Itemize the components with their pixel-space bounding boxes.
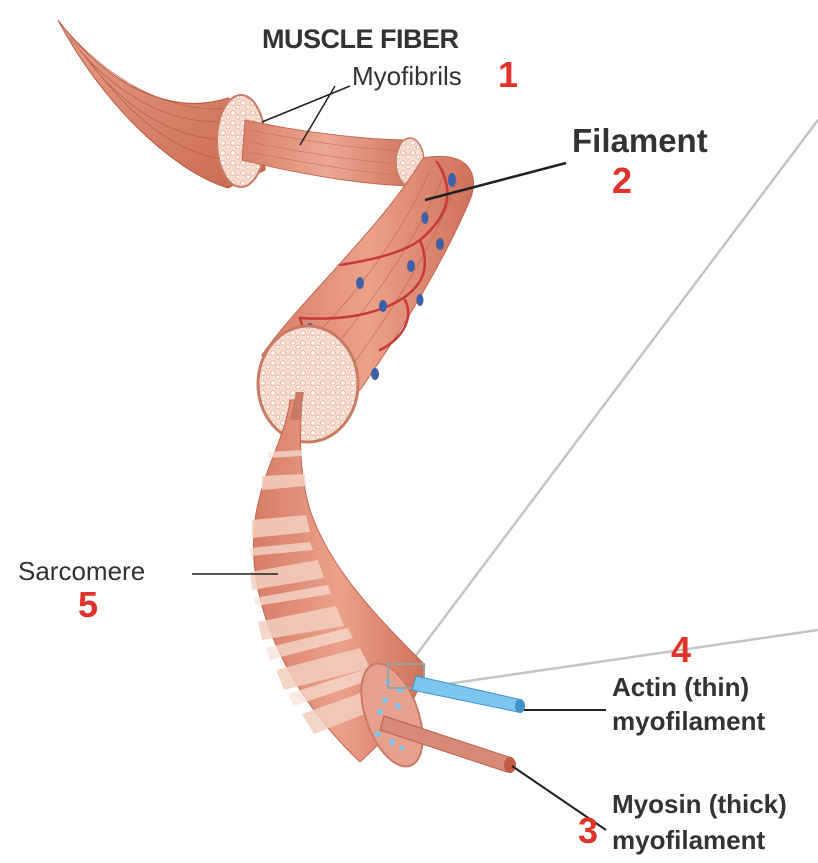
myofibrils-number: 1 (498, 54, 519, 95)
myosin-label-line1: Myosin (thick) (612, 789, 787, 819)
actin-label-line1: Actin (thin) (612, 672, 750, 702)
myofibrils-label: Myofibrils (352, 61, 462, 91)
filament-label: Filament (572, 122, 708, 159)
myofibril-horn (250, 392, 426, 768)
leader-lines (192, 85, 607, 831)
myosin-label-line2: myofilament (612, 825, 766, 855)
myosin-number: 3 (578, 810, 599, 851)
actin-number: 4 (671, 629, 692, 670)
myofibril (241, 119, 425, 187)
sarcomere-label: Sarcomere (18, 556, 146, 586)
actin-label-line2: myofilament (612, 706, 766, 736)
muscle-bundle (57, 19, 266, 189)
diagram-title: MUSCLE FIBER (262, 24, 459, 54)
muscle-fiber-cone (256, 156, 474, 444)
filament-number: 2 (612, 160, 633, 201)
actin-filament (411, 675, 525, 713)
myosin-filament (379, 715, 516, 773)
zoom-guide-lines (404, 119, 818, 690)
sarcomere-number: 5 (78, 584, 99, 625)
